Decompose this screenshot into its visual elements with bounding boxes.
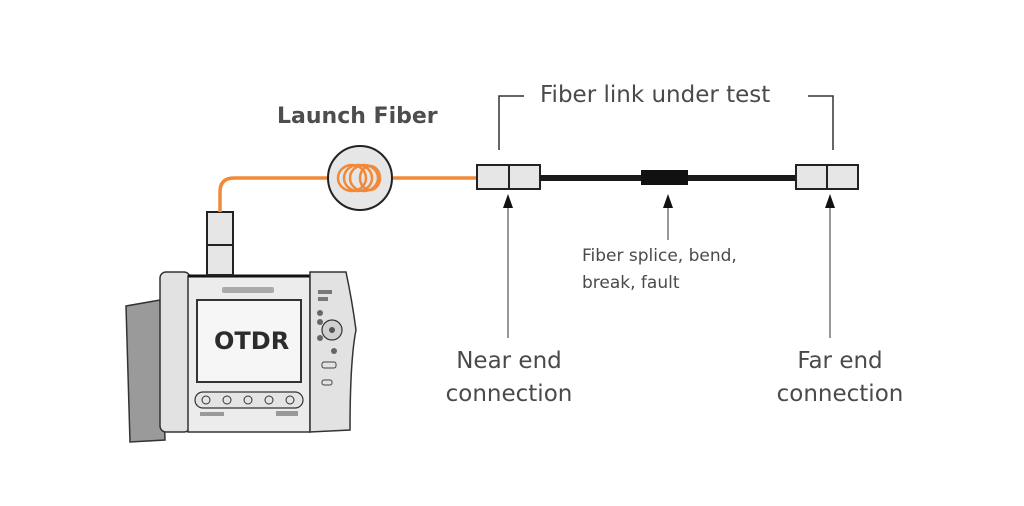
- softkey-button: [201, 395, 211, 405]
- device-screen: [196, 299, 302, 383]
- otdr-label: OTDR: [214, 327, 290, 355]
- event-label: Fiber splice, bend, break, fault: [582, 243, 737, 297]
- far-end-label-line2: connection: [776, 381, 904, 407]
- link-under-test-label: Fiber link under test: [540, 82, 771, 108]
- far-end-label: Far end connection: [768, 345, 912, 411]
- arrow-up-icon: [825, 194, 835, 208]
- device-key: [317, 335, 323, 341]
- launch-fiber-label: Launch Fiber: [277, 104, 438, 129]
- otdr-device: [125, 211, 357, 443]
- device-port-connector: [206, 211, 234, 246]
- device-maker-label: [276, 411, 298, 416]
- device-key: [321, 361, 337, 369]
- device-pouch: [125, 299, 166, 443]
- splice-event-marker: [641, 170, 688, 185]
- device-key: [321, 379, 333, 386]
- event-label-line1: Fiber splice, bend,: [582, 246, 737, 266]
- far-end-connector: [795, 164, 859, 190]
- device-left-grip: [159, 271, 191, 433]
- link-bracket-right: [808, 95, 834, 150]
- far-end-label-line1: Far end: [797, 348, 883, 374]
- device-model-label: [200, 412, 224, 416]
- device-key: [317, 310, 323, 316]
- near-end-label-line1: Near end: [456, 348, 562, 374]
- near-end-label: Near end connection: [437, 345, 581, 411]
- near-end-arrow: [503, 194, 513, 338]
- device-key: [331, 348, 337, 354]
- device-softkey-bar: [194, 391, 304, 409]
- softkey-button: [285, 395, 295, 405]
- device-port-connector: [206, 244, 234, 276]
- far-end-arrow: [825, 194, 835, 338]
- link-bracket-left: [498, 95, 524, 150]
- near-end-connector: [476, 164, 541, 190]
- splice-arrow: [663, 194, 673, 240]
- fiber-coil-icon: [336, 163, 382, 193]
- device-key: [317, 319, 323, 325]
- arrow-up-icon: [663, 194, 673, 208]
- softkey-button: [222, 395, 232, 405]
- softkey-button: [243, 395, 253, 405]
- softkey-button: [264, 395, 274, 405]
- launch-fiber-cable: [218, 176, 328, 212]
- device-brand-logo: [222, 287, 274, 293]
- arrow-up-icon: [503, 194, 513, 208]
- event-label-line2: break, fault: [582, 273, 680, 293]
- near-end-label-line2: connection: [445, 381, 573, 407]
